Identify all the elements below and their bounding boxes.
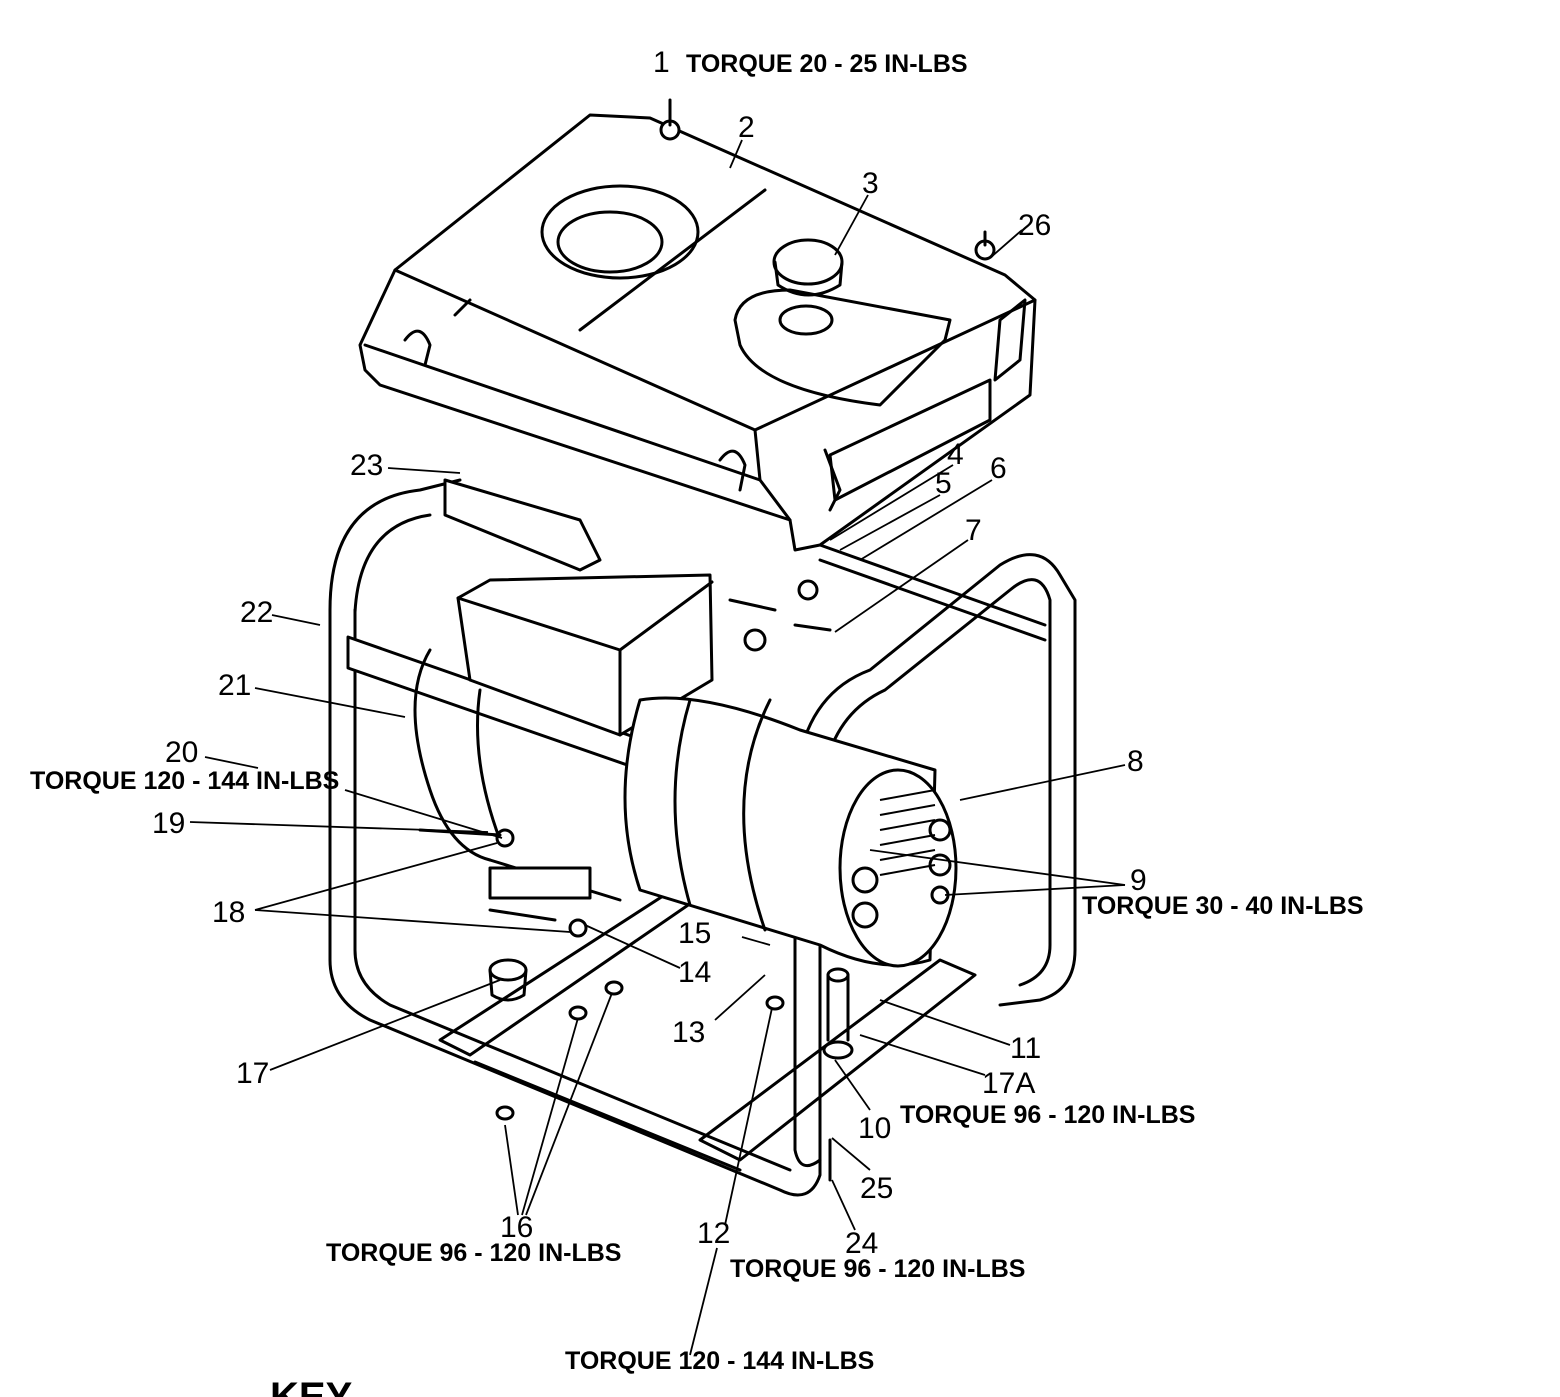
callout-12: 12 (697, 1217, 730, 1250)
callout-2: 2 (738, 111, 755, 144)
torque-item-1: TORQUE 20 - 25 IN-LBS (686, 50, 968, 78)
callout-10: 10 (858, 1112, 891, 1145)
torque-item-10: TORQUE 96 - 120 IN-LBS (900, 1101, 1195, 1129)
torque-item-9: TORQUE 30 - 40 IN-LBS (1082, 892, 1364, 920)
part-callouts: 1 2 3 4 5 6 7 8 9 10 11 12 13 14 15 16 1… (152, 46, 1147, 1260)
torque-specs: TORQUE 20 - 25 IN-LBS TORQUE 120 - 144 I… (30, 50, 1364, 1375)
callout-16: 16 (500, 1211, 533, 1244)
callout-19: 19 (152, 807, 185, 840)
callout-5: 5 (935, 467, 952, 500)
callout-1: 1 (653, 46, 670, 79)
callout-7: 7 (965, 514, 982, 547)
callout-11: 11 (1010, 1032, 1041, 1065)
callout-6: 6 (990, 452, 1007, 485)
callout-3: 3 (862, 167, 879, 200)
torque-item-12: TORQUE 120 - 144 IN-LBS (565, 1347, 874, 1375)
callout-18: 18 (212, 896, 245, 929)
fuel-tank-drawing (358, 113, 1037, 552)
callout-23: 23 (350, 449, 383, 482)
callout-13: 13 (672, 1016, 705, 1049)
key-label: KEY (270, 1375, 353, 1397)
callout-22: 22 (240, 596, 273, 629)
callout-17: 17 (236, 1057, 269, 1090)
callout-25: 25 (860, 1172, 893, 1205)
callout-20: 20 (165, 736, 198, 769)
callout-9: 9 (1130, 864, 1147, 897)
torque-item-16: TORQUE 96 - 120 IN-LBS (326, 1239, 621, 1267)
callout-17a: 17A (982, 1067, 1035, 1100)
callout-15: 15 (678, 917, 711, 950)
torque-item-20: TORQUE 120 - 144 IN-LBS (30, 767, 339, 795)
torque-item-24: TORQUE 96 - 120 IN-LBS (730, 1255, 1025, 1283)
callout-24: 24 (845, 1227, 878, 1260)
callout-4: 4 (947, 438, 964, 471)
callout-8: 8 (1127, 745, 1144, 778)
callout-26: 26 (1018, 209, 1051, 242)
callout-21: 21 (218, 669, 251, 702)
leader-lines (189, 139, 1126, 1356)
callout-14: 14 (678, 956, 711, 989)
engine-generator-drawing (413, 98, 996, 1182)
